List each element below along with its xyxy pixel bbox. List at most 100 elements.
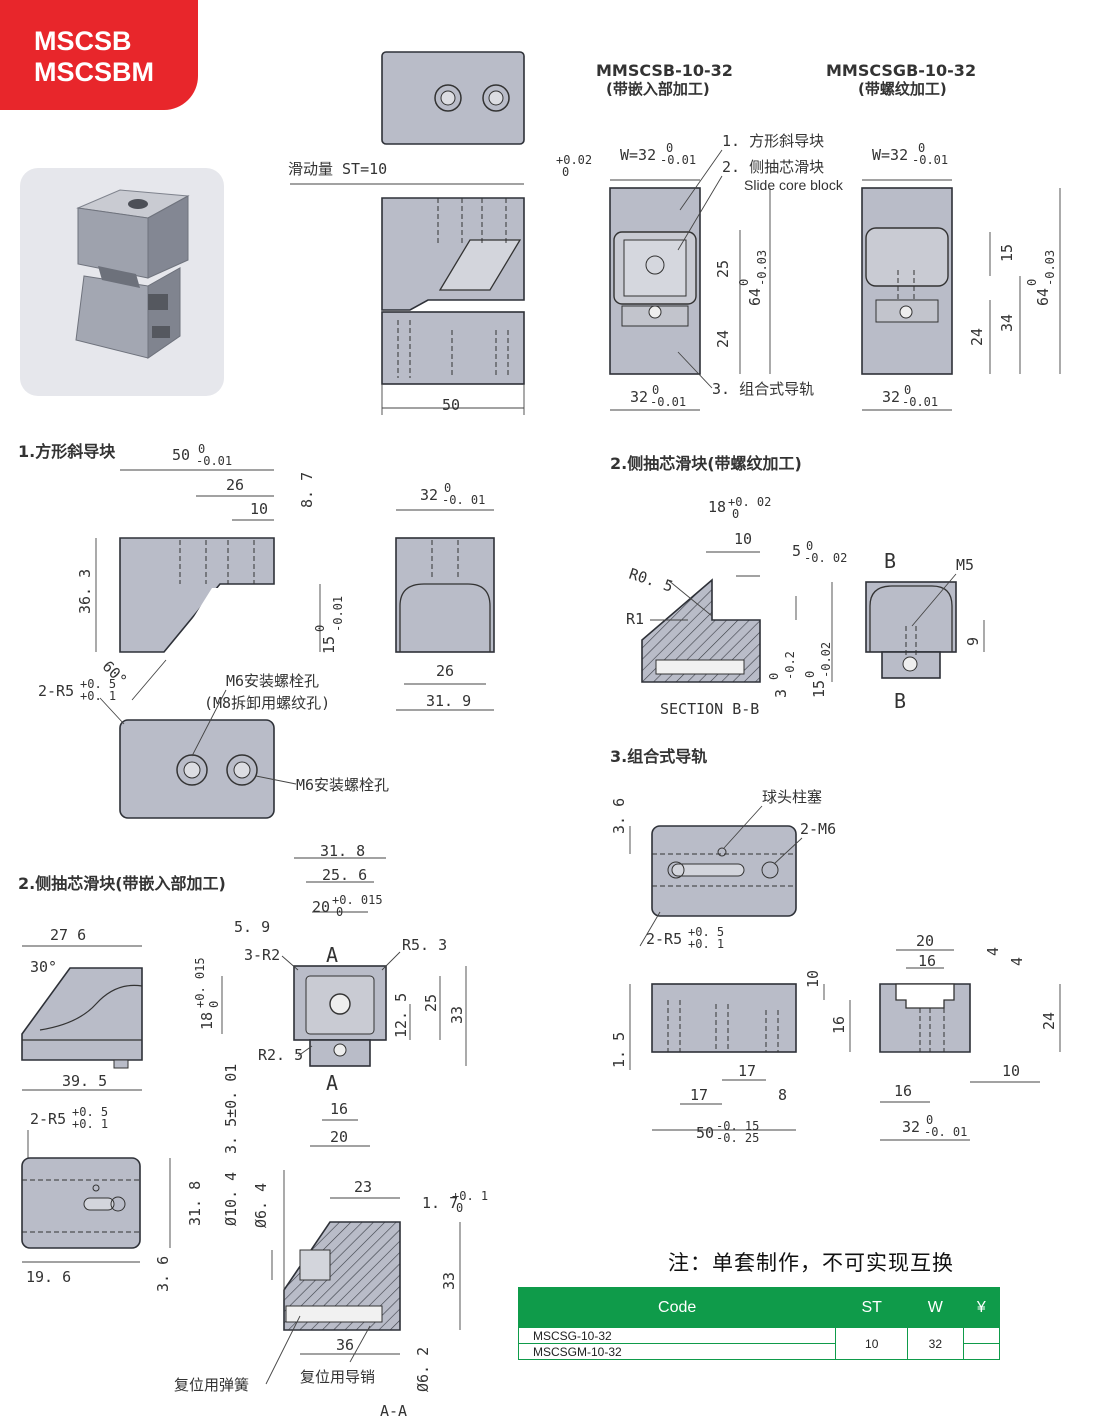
dim-64-b-tol-upper: 0 bbox=[1025, 279, 1039, 286]
dim-32-a: 32 bbox=[630, 388, 648, 406]
slide-core-front-pin bbox=[902, 656, 918, 672]
dim-s1-15: 15 bbox=[320, 636, 338, 654]
code-cell: MSCSGM-10-32 bbox=[517, 1343, 837, 1360]
dim-50: 50 bbox=[442, 396, 460, 414]
dim-32-a-tol-upper: 0 bbox=[652, 383, 659, 397]
dim-s3-50-tol-lower: -0. 25 bbox=[716, 1131, 759, 1145]
insert-slider-small-hole bbox=[92, 1184, 100, 1192]
guide-block-side: 32 0 -0. 01 26 31. 9 bbox=[395, 481, 495, 711]
dim-i-3-5: 3. 5±0. 01 bbox=[222, 1064, 240, 1154]
bolt-hole-2 bbox=[226, 754, 258, 786]
model-b-subtitle: (带螺纹加工) bbox=[858, 80, 947, 98]
leader-line bbox=[677, 351, 713, 389]
guide-block-front: 50 0 -0.01 26 10 8. 7 36. 3 15 0 -0.01 6… bbox=[76, 442, 345, 701]
dim-s1-r5-tol-lower: +0. 1 bbox=[80, 689, 116, 703]
section-3-title: 3.组合式导轨 bbox=[610, 747, 707, 766]
dim-s3-r5-tol-upper: +0. 5 bbox=[688, 925, 724, 939]
guide-block-side-pocket bbox=[399, 583, 491, 652]
callout-part3: 3. 组合式导轨 bbox=[712, 380, 814, 398]
model-a-title: MMSCSB-10-32 bbox=[596, 61, 733, 80]
dim-i-12-5: 12. 5 bbox=[392, 993, 410, 1038]
dim-s2-18-tol-lower: 0 bbox=[732, 507, 739, 521]
leader-line bbox=[191, 689, 227, 757]
note-text: 注：单套制作，不可实现互换 bbox=[668, 1251, 954, 1275]
dim-s1-15-tol-lower: -0.01 bbox=[331, 596, 345, 632]
dim-i-r5-tol-upper: +0. 5 bbox=[72, 1105, 108, 1119]
spec-table-header-row: Code ST W ¥ bbox=[517, 1287, 1001, 1328]
section-aa-bore bbox=[299, 1249, 331, 1281]
guide-block-side-body bbox=[395, 537, 495, 653]
dim-w32-b: W=32 bbox=[872, 146, 908, 164]
section-bb-spring bbox=[655, 659, 745, 675]
dim-64-b: 64 bbox=[1034, 288, 1052, 306]
dim-s2-5: 5 bbox=[792, 542, 801, 560]
dim-64-tol-upper: 0 bbox=[737, 279, 751, 286]
dim-i-19-6: 19. 6 bbox=[26, 1268, 71, 1286]
dim-i-r2-5: R2. 5 bbox=[258, 1046, 303, 1064]
product-photo-drawing bbox=[75, 189, 190, 359]
dim-i-5-9: 5. 9 bbox=[234, 918, 270, 936]
section-1-title: 1.方形斜导块 bbox=[18, 442, 116, 461]
dim-s3-32-tol-lower: -0. 01 bbox=[924, 1125, 967, 1139]
dim-64-b-tol-lower: -0.03 bbox=[1043, 250, 1057, 286]
dim-s3-20: 20 bbox=[916, 932, 934, 950]
dim-s3-32-tol-upper: 0 bbox=[926, 1113, 933, 1127]
insert-slider-slot bbox=[83, 1197, 115, 1211]
leader-line bbox=[677, 175, 723, 251]
leader-line bbox=[667, 579, 713, 617]
insert-slider-front-pin bbox=[333, 1043, 347, 1057]
leader-line bbox=[723, 805, 763, 849]
header-price: ¥ bbox=[962, 1287, 1001, 1328]
st-cell: 10 bbox=[835, 1327, 909, 1360]
dim-s3-r5: 2-R5 bbox=[646, 930, 682, 948]
guide-rail-hole-1 bbox=[667, 861, 685, 879]
leader-line bbox=[297, 1045, 313, 1057]
dim-s1-50-tol-upper: 0 bbox=[198, 442, 205, 456]
callout-part2-en: Slide core block bbox=[744, 177, 844, 193]
insert-slider-hole bbox=[110, 1196, 126, 1212]
dim-s3-10: 10 bbox=[804, 970, 822, 988]
dim-s2-15-tol-upper: 0 bbox=[803, 671, 817, 678]
dim-i-20-tol-lower: 0 bbox=[336, 905, 343, 919]
dim-tol-0: 0 bbox=[562, 165, 569, 179]
dim-tol-plus002: +0.02 bbox=[556, 153, 592, 167]
dim-i-r5-3: R5. 3 bbox=[402, 936, 447, 954]
model-a-subtitle: (带嵌入部加工) bbox=[606, 80, 710, 98]
dim-s3-16c: 16 bbox=[894, 1082, 912, 1100]
insert-slider-iso-foot bbox=[113, 1059, 129, 1069]
dim-s1-32-tol-lower: -0. 01 bbox=[442, 493, 485, 507]
model-b-slider bbox=[865, 227, 949, 287]
callout-bolt-m6b: M6安装螺栓孔 bbox=[296, 776, 389, 794]
dim-w32-b-tol-upper: 0 bbox=[918, 141, 925, 155]
callout-part2: 2. 侧抽芯滑块 bbox=[722, 158, 824, 176]
dim-i-31-8: 31. 8 bbox=[320, 842, 365, 860]
badge-line-1: MSCSB bbox=[34, 26, 132, 56]
insert-slider-front-hole bbox=[329, 993, 351, 1015]
section-2-thread-title: 2.侧抽芯滑块(带螺纹加工) bbox=[610, 454, 802, 473]
w-cell: 32 bbox=[907, 1327, 964, 1360]
guide-rail-top: 球头柱塞 2-M6 3. 6 2-R5 +0. 5 +0. 1 bbox=[610, 788, 836, 951]
bolt-hole-2-inner bbox=[233, 761, 251, 779]
header-code: Code bbox=[517, 1287, 837, 1328]
dim-i-20: 20 bbox=[312, 898, 330, 916]
dim-32-b-tol-upper: 0 bbox=[904, 383, 911, 397]
price-cell bbox=[962, 1343, 1001, 1360]
leader-line bbox=[381, 951, 401, 971]
guide-rail-front-body bbox=[651, 983, 797, 1053]
label-a-top: A bbox=[326, 943, 338, 967]
dim-s1-50: 50 bbox=[172, 446, 190, 464]
brand-badge: MSCSB MSCSBM bbox=[0, 0, 198, 110]
dim-s2-10: 10 bbox=[734, 530, 752, 548]
insert-slider-front: 31. 8 25. 6 20 +0. 015 0 5. 9 3-R2 R5. 3… bbox=[193, 842, 467, 1154]
dim-15: 15 bbox=[998, 244, 1016, 262]
dim-s2-5-tol-lower: -0. 02 bbox=[804, 551, 847, 565]
dim-i-20b: 20 bbox=[330, 1128, 348, 1146]
code-cell: MSCSG-10-32 bbox=[517, 1327, 837, 1344]
dim-s3-4a: 4 bbox=[984, 947, 1002, 956]
dim-s1-r5-tol-upper: +0. 5 bbox=[80, 677, 116, 691]
dim-s3-16b: 16 bbox=[918, 952, 936, 970]
slide-core-section-bb: 18 +0. 02 0 10 5 0 -0. 02 R0. 5 R1 3 0 -… bbox=[626, 495, 847, 718]
guide-block-top: M6安装螺栓孔 (M8拆卸用螺纹孔) M6安装螺栓孔 2-R5 +0. 5 +0… bbox=[38, 672, 389, 819]
ball-plunger-hole bbox=[717, 847, 727, 857]
dim-i-r5-tol-lower: +0. 1 bbox=[72, 1117, 108, 1131]
